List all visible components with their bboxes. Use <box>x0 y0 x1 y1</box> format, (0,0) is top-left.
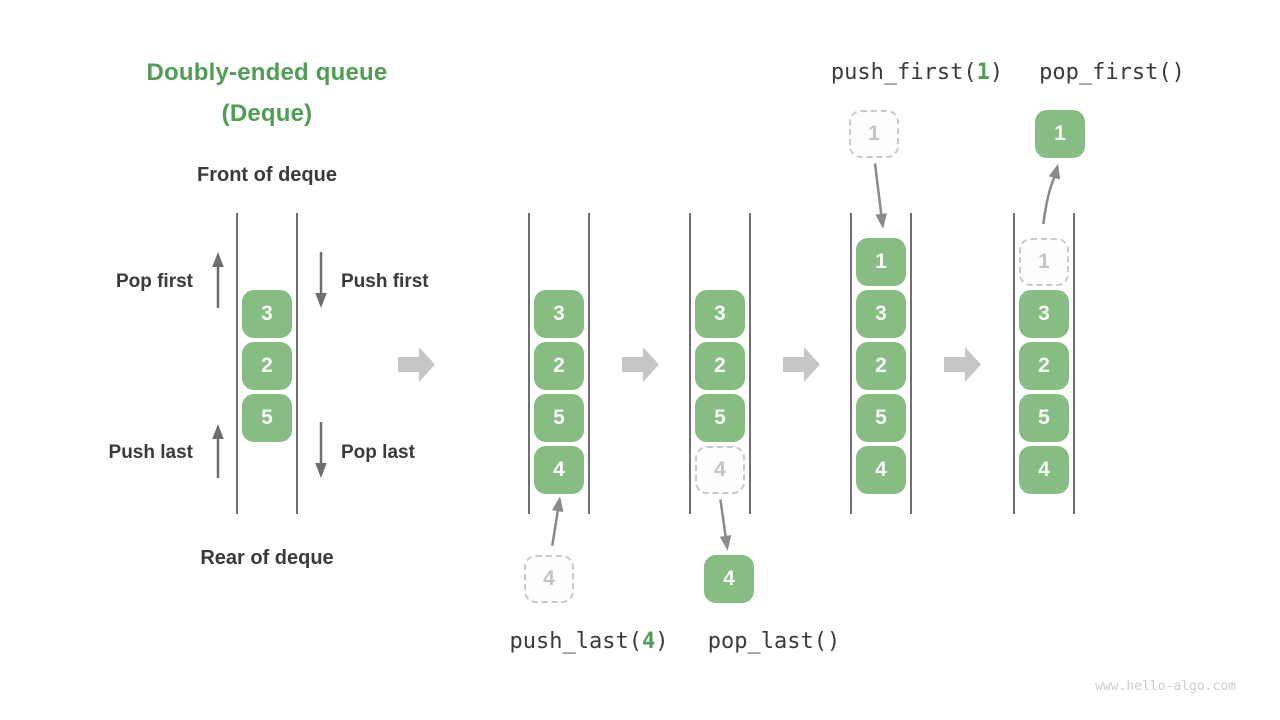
deque-cell: 2 <box>534 342 584 390</box>
transition-arrow-icon <box>622 347 659 382</box>
popped-value-cell: 1 <box>1035 110 1085 158</box>
deque-cell: 5 <box>856 394 906 442</box>
pop-last-down-arrow-icon <box>315 422 327 478</box>
rear-of-deque-label: Rear of deque <box>200 547 334 569</box>
removed-value-cell: 1 <box>1019 238 1069 286</box>
watermark: www.hello-algo.com <box>1095 679 1236 694</box>
deque-channel-push-last <box>528 213 590 514</box>
pop-first-remove-arrow-icon <box>1042 163 1061 225</box>
deque-cell: 2 <box>242 342 292 390</box>
push-last-up-arrow-icon <box>212 424 224 478</box>
deque-channel-main <box>236 213 298 514</box>
deque-channel-pop-first <box>1013 213 1075 514</box>
deque-channel-pop-last <box>689 213 751 514</box>
op-label-pop-last: pop_last() <box>674 629 874 654</box>
pop-last-remove-arrow-icon <box>719 499 732 551</box>
page-title: Doubly-ended queue <box>146 59 388 86</box>
op-text: ) <box>989 60 1004 85</box>
deque-cell: 3 <box>695 290 745 338</box>
op-label-push-last: push_last(4) <box>489 629 689 654</box>
deque-cell: 3 <box>534 290 584 338</box>
page-subtitle: (Deque) <box>221 100 313 127</box>
op-text: push_last( <box>509 629 642 654</box>
deque-cell: 1 <box>856 238 906 286</box>
deque-cell: 5 <box>534 394 584 442</box>
removed-value-cell: 4 <box>695 446 745 494</box>
push-first-down-arrow-icon <box>315 252 327 308</box>
deque-cell: 2 <box>1019 342 1069 390</box>
transition-arrow-icon <box>944 347 981 382</box>
op-text: pop_last() <box>707 629 841 654</box>
incoming-value-cell: 4 <box>524 555 574 603</box>
deque-cell: 2 <box>856 342 906 390</box>
deque-cell: 5 <box>242 394 292 442</box>
deque-cell: 3 <box>856 290 906 338</box>
pop-first-up-arrow-icon <box>212 252 224 308</box>
deque-cell: 4 <box>534 446 584 494</box>
deque-channel-push-first <box>850 213 912 514</box>
deque-cell: 4 <box>1019 446 1069 494</box>
deque-cell: 5 <box>695 394 745 442</box>
op-label-pop-first: pop_first() <box>1012 60 1212 85</box>
transition-arrow-icon <box>783 347 820 382</box>
popped-value-cell: 4 <box>704 555 754 603</box>
pop-first-label: Pop first <box>115 271 193 292</box>
push-first-label: Push first <box>341 271 429 292</box>
deque-cell: 5 <box>1019 394 1069 442</box>
deque-cell: 3 <box>242 290 292 338</box>
deque-cell: 3 <box>1019 290 1069 338</box>
deque-cell: 4 <box>856 446 906 494</box>
push-last-insert-arrow-icon <box>551 496 564 546</box>
front-of-deque-label: Front of deque <box>197 164 337 186</box>
op-text: push_first( <box>830 60 977 85</box>
transition-arrow-icon <box>398 347 435 382</box>
op-arg: 4 <box>641 629 656 654</box>
push-first-insert-arrow-icon <box>873 163 887 229</box>
incoming-value-cell: 1 <box>849 110 899 158</box>
deque-cell: 2 <box>695 342 745 390</box>
op-arg: 1 <box>976 60 990 85</box>
push-last-label: Push last <box>108 442 193 463</box>
op-text: pop_first() <box>1039 60 1185 85</box>
op-text: ) <box>655 629 669 654</box>
op-label-push-first: push_first(1) <box>817 60 1017 85</box>
pop-last-label: Pop last <box>341 442 415 463</box>
